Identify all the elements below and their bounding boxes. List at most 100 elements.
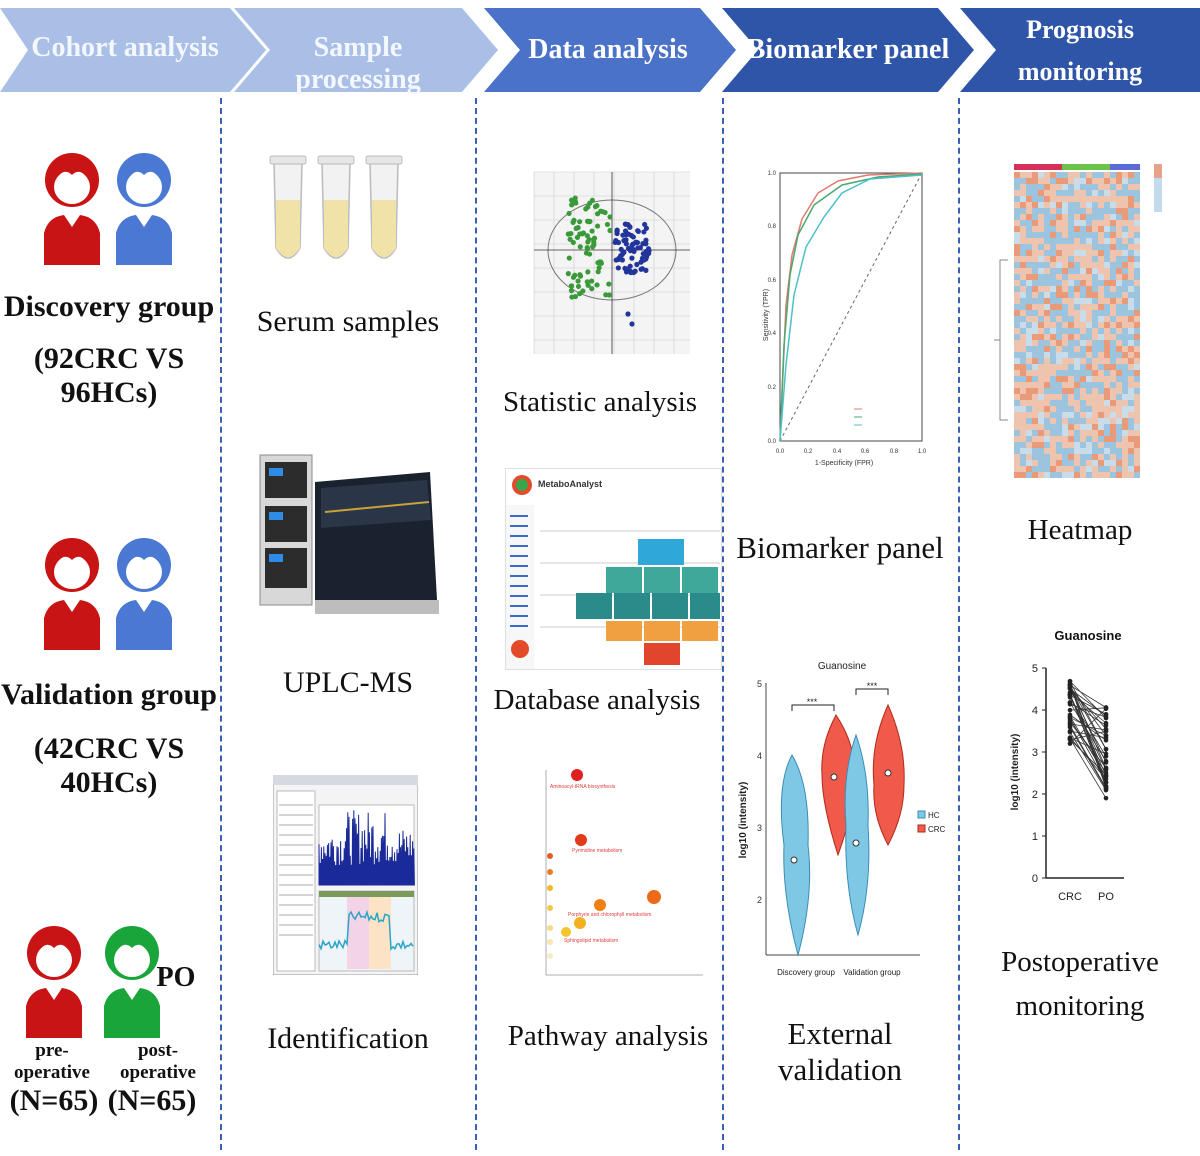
identification-label: Identification bbox=[267, 1022, 429, 1055]
score-point bbox=[643, 237, 649, 243]
stage-title-prognosis-2: monitoring bbox=[1017, 57, 1143, 86]
paired-point-crc bbox=[1067, 741, 1073, 746]
divider-4 bbox=[958, 98, 960, 1150]
svg-text:0.2: 0.2 bbox=[804, 449, 813, 455]
svg-text:0.2: 0.2 bbox=[768, 385, 777, 391]
divider-2 bbox=[475, 98, 477, 1150]
post-operative-label: post-operative bbox=[120, 1040, 196, 1083]
score-point bbox=[566, 255, 572, 261]
score-point bbox=[640, 241, 646, 247]
score-point bbox=[595, 269, 601, 275]
score-point bbox=[625, 311, 631, 317]
po-tag: PO bbox=[156, 962, 196, 993]
score-point bbox=[629, 321, 635, 327]
score-point bbox=[583, 250, 590, 256]
paired-y-tick: 1 bbox=[1032, 831, 1038, 843]
svg-text:0.0: 0.0 bbox=[776, 449, 785, 455]
score-point bbox=[580, 288, 586, 294]
paired-point-po bbox=[1103, 780, 1109, 785]
score-point bbox=[573, 225, 579, 232]
patient-icon-red bbox=[44, 538, 100, 650]
violin-group-2: Validation group bbox=[843, 968, 901, 977]
paired-y-tick: 3 bbox=[1032, 747, 1038, 759]
control-icon-blue bbox=[116, 153, 172, 265]
score-point bbox=[587, 200, 593, 206]
paired-y-tick: 2 bbox=[1032, 789, 1038, 801]
metaboanalyst-graphic bbox=[506, 475, 720, 669]
validation-group-count: (42CRC VS 40HCs) bbox=[33, 732, 185, 799]
paired-line bbox=[1069, 722, 1107, 769]
tube-icon bbox=[269, 155, 307, 259]
violin-y-label: log10 (intensity) bbox=[738, 782, 749, 859]
svg-text:0.8: 0.8 bbox=[768, 224, 777, 230]
stage-title-cohort: Cohort analysis bbox=[31, 32, 219, 63]
serum-tubes-image bbox=[269, 155, 403, 259]
serum-samples-label: Serum samples bbox=[256, 305, 440, 338]
paired-line bbox=[1069, 685, 1107, 750]
score-point bbox=[600, 209, 606, 215]
paired-point-po bbox=[1103, 783, 1109, 789]
uplc-ms-instrument-image bbox=[259, 454, 439, 614]
score-point bbox=[640, 251, 646, 257]
control-icon-blue bbox=[116, 538, 172, 650]
paired-point-po bbox=[1103, 715, 1109, 720]
heatmap-label: Heatmap bbox=[1027, 514, 1133, 546]
score-point bbox=[566, 210, 572, 217]
pathway-analysis-label: Pathway analysis bbox=[507, 1020, 709, 1052]
external-validation-label: External validation bbox=[778, 1016, 902, 1087]
score-point bbox=[641, 257, 647, 263]
score-point bbox=[621, 249, 627, 255]
paired-plot-title: Guanosine bbox=[1054, 628, 1121, 643]
paired-line bbox=[1069, 732, 1107, 791]
arrow-sample bbox=[234, 8, 498, 92]
paired-point-po bbox=[1103, 746, 1109, 752]
score-point bbox=[569, 294, 575, 300]
discovery-group-count: (92CRC VS 96HCs) bbox=[33, 342, 185, 409]
score-point bbox=[634, 261, 640, 268]
paired-x-label-po: PO bbox=[1098, 891, 1114, 903]
roc-x-label: 1-Specificity (FPR) bbox=[815, 460, 873, 467]
stage-title-data: Data analysis bbox=[528, 34, 688, 65]
score-point bbox=[577, 272, 583, 278]
score-point bbox=[642, 221, 648, 228]
score-point bbox=[633, 239, 639, 245]
violin-title: Guanosine bbox=[818, 661, 867, 672]
post-operative-n: (N=65) bbox=[107, 1084, 197, 1117]
paired-point-po bbox=[1103, 758, 1109, 764]
score-point bbox=[577, 219, 583, 225]
paired-point-crc bbox=[1067, 707, 1073, 713]
score-point bbox=[583, 206, 589, 212]
score-point bbox=[603, 292, 609, 298]
paired-line bbox=[1069, 681, 1107, 750]
score-point bbox=[613, 237, 619, 244]
score-point bbox=[606, 281, 612, 287]
identification-software-screenshot bbox=[273, 775, 418, 975]
svg-text:Pyrimidine metabolism: Pyrimidine metabolism bbox=[572, 848, 622, 854]
arrow-prognosis bbox=[960, 8, 1200, 92]
paired-point-crc bbox=[1067, 684, 1073, 690]
legend-hc: HC bbox=[928, 811, 940, 820]
score-point bbox=[627, 263, 633, 269]
score-point bbox=[568, 288, 575, 294]
sig-marker-1: *** bbox=[807, 697, 818, 707]
score-point bbox=[570, 239, 576, 246]
pre-operative-label: pre-operative bbox=[14, 1040, 90, 1083]
paired-point-crc bbox=[1067, 729, 1073, 735]
score-point bbox=[615, 265, 621, 271]
score-point bbox=[630, 234, 636, 240]
paired-line bbox=[1069, 686, 1107, 736]
stage-title-sample: Sample processing bbox=[295, 32, 421, 95]
score-point bbox=[614, 227, 620, 233]
score-point bbox=[622, 228, 629, 234]
biomarker-panel-label: Biomarker panel bbox=[736, 530, 944, 565]
svg-text:0.4: 0.4 bbox=[768, 331, 777, 337]
postoperative-icon-green bbox=[104, 926, 160, 1038]
score-point bbox=[616, 255, 622, 262]
paired-plot-y-label: log10 (intensity) bbox=[1010, 734, 1021, 811]
paired-point-crc bbox=[1067, 701, 1073, 707]
metaboanalyst-brand: MetaboAnalyst bbox=[538, 479, 603, 489]
arrow-cohort bbox=[0, 8, 266, 92]
discovery-group-label: Discovery group bbox=[3, 290, 215, 323]
score-point bbox=[584, 244, 590, 251]
score-point bbox=[577, 244, 583, 250]
